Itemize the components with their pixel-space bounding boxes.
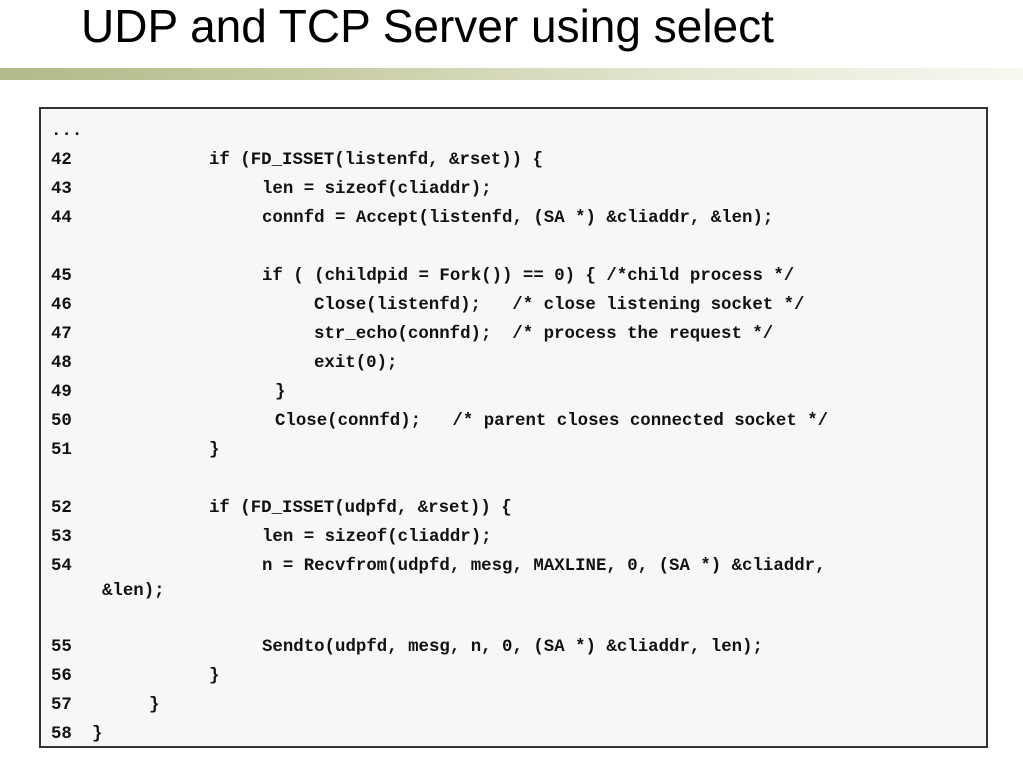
code-line: 45 if ( (childpid = Fork()) == 0) { /*chi… xyxy=(41,262,986,291)
code-text: len = sizeof(cliaddr); xyxy=(262,180,492,199)
code-text: Close(connfd); /* parent closes connecte… xyxy=(275,412,829,431)
line-number: 49 xyxy=(51,383,72,402)
code-line: 55 Sendto(udpfd, mesg, n, 0, (SA *) &clia… xyxy=(41,633,986,662)
code-line: 51} xyxy=(41,436,986,465)
code-text: exit(0); xyxy=(314,354,398,373)
code-text: connfd = Accept(listenfd, (SA *) &cliadd… xyxy=(262,209,774,228)
line-number: 44 xyxy=(51,209,72,228)
line-number: 54 xyxy=(51,557,72,576)
code-line: 56} xyxy=(41,662,986,691)
line-number: 47 xyxy=(51,325,72,344)
line-number: 52 xyxy=(51,499,72,518)
code-text: if (FD_ISSET(listenfd, &rset)) { xyxy=(209,151,543,170)
code-line: ... xyxy=(41,117,986,146)
slide-title: UDP and TCP Server using select xyxy=(81,0,774,52)
code-line: 58} xyxy=(41,720,986,749)
line-number: 46 xyxy=(51,296,72,315)
line-number: 42 xyxy=(51,151,72,170)
line-number: 51 xyxy=(51,441,72,460)
line-number: 43 xyxy=(51,180,72,199)
code-line: 53 len = sizeof(cliaddr); xyxy=(41,523,986,552)
line-number: 57 xyxy=(51,696,72,715)
line-number: 56 xyxy=(51,667,72,686)
code-line: 42 if (FD_ISSET(listenfd, &rset)) { xyxy=(41,146,986,175)
code-text: } xyxy=(149,696,160,715)
code-text: } xyxy=(92,725,103,744)
code-text: Sendto(udpfd, mesg, n, 0, (SA *) &cliadd… xyxy=(262,638,763,657)
code-text: } xyxy=(275,383,286,402)
code-line: 47 str_echo(connfd); /* process the reque… xyxy=(41,320,986,349)
code-line: 50 Close(connfd); /* parent closes connec… xyxy=(41,407,986,436)
code-text: if ( (childpid = Fork()) == 0) { /*child… xyxy=(262,267,795,286)
code-text: } xyxy=(209,441,220,460)
code-text: n = Recvfrom(udpfd, mesg, MAXLINE, 0, (S… xyxy=(262,557,826,576)
code-text: if (FD_ISSET(udpfd, &rset)) { xyxy=(209,499,512,518)
line-number: 53 xyxy=(51,528,72,547)
code-line: 43 len = sizeof(cliaddr); xyxy=(41,175,986,204)
code-text: } xyxy=(209,667,220,686)
line-number: 45 xyxy=(51,267,72,286)
code-line: 52 if (FD_ISSET(udpfd, &rset)) { xyxy=(41,494,986,523)
code-line: 44 connfd = Accept(listenfd, (SA *) &clia… xyxy=(41,204,986,233)
line-number: 55 xyxy=(51,638,72,657)
code-text: len = sizeof(cliaddr); xyxy=(262,528,492,547)
code-text: str_echo(connfd); /* process the request… xyxy=(314,325,774,344)
title-divider xyxy=(0,68,1023,80)
code-line: 46 Close(listenfd); /* close listening so… xyxy=(41,291,986,320)
line-number: 58 xyxy=(51,725,72,744)
code-line: 57} xyxy=(41,691,986,720)
code-text: Close(listenfd); /* close listening sock… xyxy=(314,296,805,315)
code-line: 48 exit(0); xyxy=(41,349,986,378)
code-line: 54 n = Recvfrom(udpfd, mesg, MAXLINE, 0, … xyxy=(41,552,986,581)
code-listing-box: ... 42 if (FD_ISSET(listenfd, &rset)) { 43 l… xyxy=(39,107,988,748)
code-line: &len); xyxy=(41,577,986,606)
code-text: &len); xyxy=(102,582,165,601)
line-number: 48 xyxy=(51,354,72,373)
line-number: 50 xyxy=(51,412,72,431)
line-number: ... xyxy=(51,122,83,141)
code-line: 49} xyxy=(41,378,986,407)
